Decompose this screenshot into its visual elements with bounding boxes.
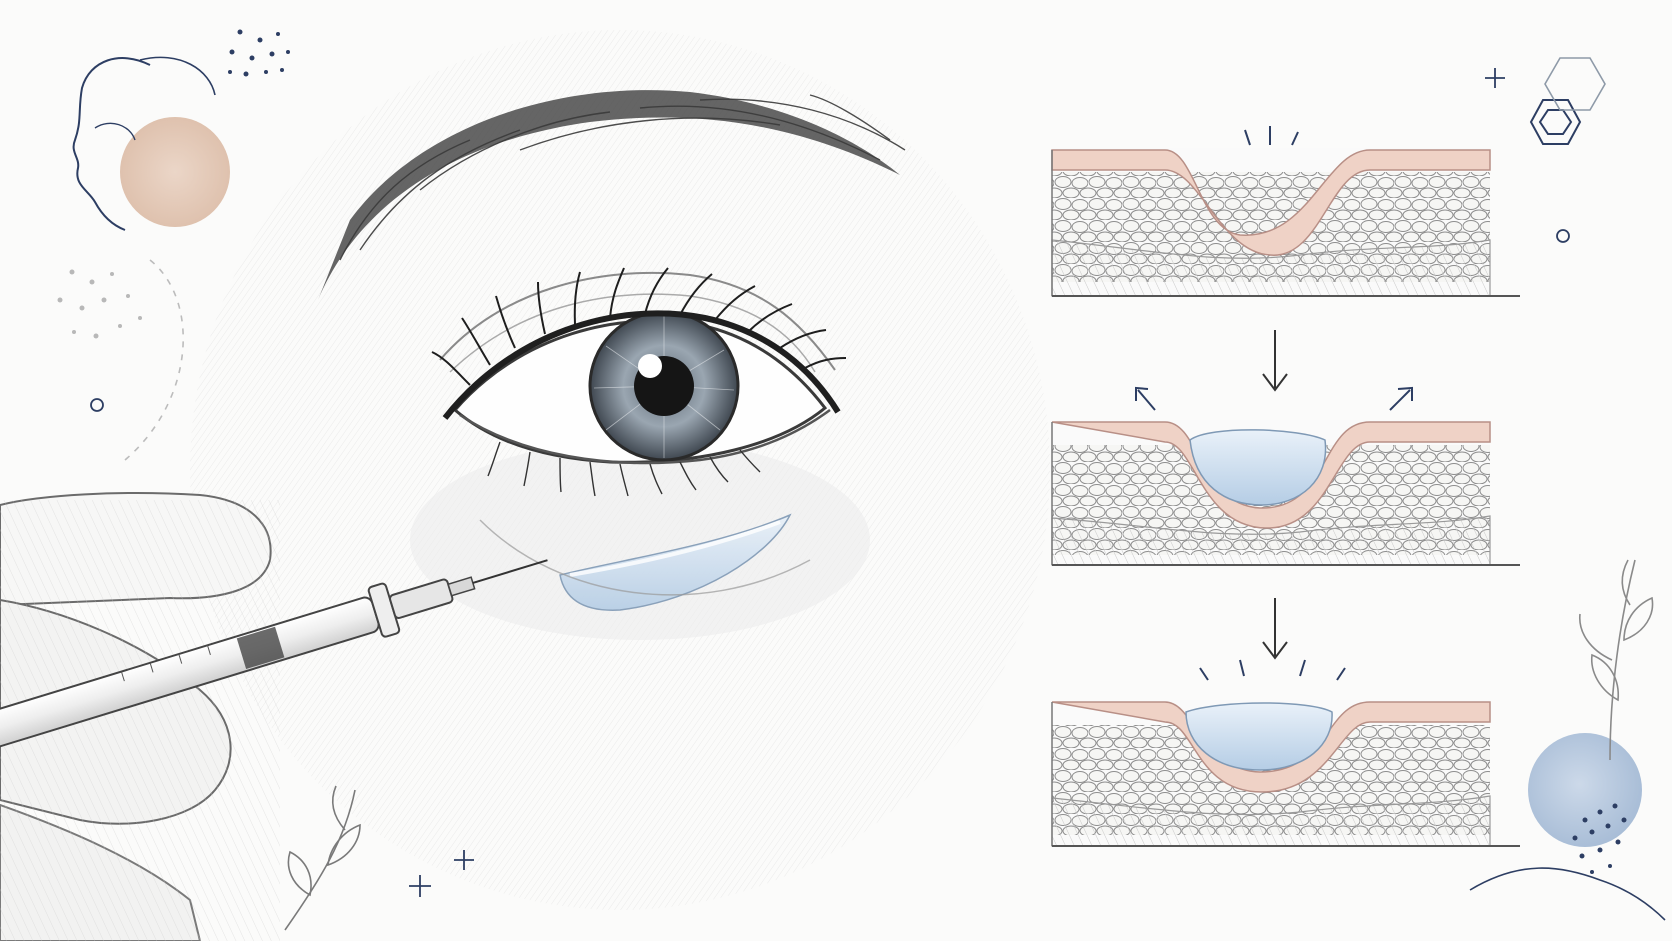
down-arrow-icon bbox=[1262, 330, 1288, 392]
sparkle-plus-icon bbox=[454, 850, 474, 870]
leaf-sprig-icon bbox=[1579, 559, 1654, 761]
blue-circle-icon bbox=[1528, 733, 1642, 847]
decorations bbox=[57, 29, 1666, 931]
upper-lid bbox=[442, 310, 841, 420]
peach-circle-icon bbox=[120, 117, 230, 227]
expand-arrow-icon bbox=[1389, 386, 1413, 411]
hand-with-syringe bbox=[0, 492, 548, 941]
filler-smooth bbox=[1185, 702, 1333, 771]
dots-decor-icon bbox=[228, 29, 290, 77]
panel-hollow bbox=[1051, 126, 1520, 297]
skin-cross-section-panels bbox=[1051, 126, 1520, 850]
highlight-ticks-bottom bbox=[1199, 659, 1346, 681]
under-eye-shadow bbox=[410, 440, 870, 640]
leaf-sprig-icon bbox=[284, 785, 361, 931]
upper-lashes bbox=[431, 267, 847, 386]
syringe-plunger-tip bbox=[236, 626, 285, 670]
skin-layer-dip bbox=[1051, 149, 1491, 256]
small-ring-icon bbox=[90, 398, 104, 412]
face-profile-icon bbox=[72, 57, 151, 231]
eye-sketch bbox=[190, 30, 1050, 910]
syringe-needle bbox=[472, 559, 548, 584]
sparkle-plus-icon bbox=[409, 875, 431, 897]
eye-highlight bbox=[638, 354, 662, 378]
sparkle-plus-icon bbox=[1485, 68, 1505, 88]
filler-bulge bbox=[1189, 429, 1327, 506]
hexagon-icon bbox=[1544, 57, 1606, 111]
lower-lashes bbox=[487, 441, 761, 497]
expand-arrow-icon bbox=[1135, 386, 1156, 411]
lower-lid bbox=[459, 408, 831, 465]
dots-decor-icon bbox=[57, 269, 142, 339]
highlight-ticks-top bbox=[1244, 126, 1299, 146]
panel-filler-injected bbox=[1051, 386, 1520, 568]
down-arrow-icon bbox=[1262, 598, 1288, 660]
dots-decor-icon bbox=[1572, 803, 1627, 874]
panel-smoothed bbox=[1051, 659, 1520, 850]
small-ring-icon bbox=[1556, 229, 1570, 243]
flourish-line bbox=[1469, 867, 1666, 921]
